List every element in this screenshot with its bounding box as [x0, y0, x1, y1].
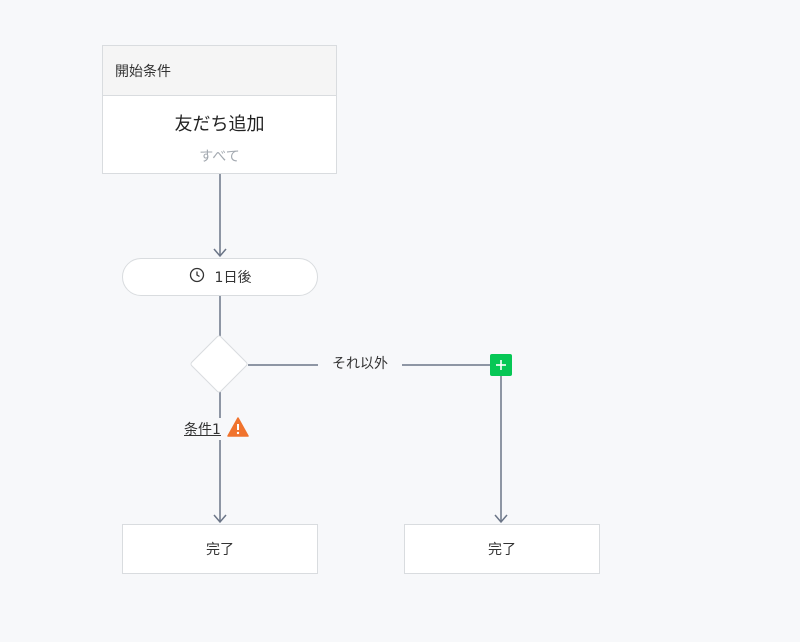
plus-icon	[496, 360, 506, 370]
delay-label: 1日後	[214, 270, 252, 286]
add-button[interactable]	[490, 354, 512, 376]
start-condition-header: 開始条件	[103, 46, 336, 96]
end-node-left[interactable]: 完了	[122, 524, 318, 574]
end-label-left: 完了	[206, 542, 234, 558]
delay-node[interactable]: 1日後	[122, 258, 318, 296]
start-condition-card[interactable]: 開始条件 友だち追加 すべて	[102, 45, 337, 174]
end-node-right[interactable]: 完了	[404, 524, 600, 574]
warning-icon	[227, 417, 249, 441]
condition-label: 条件1	[184, 417, 249, 441]
end-label-right: 完了	[488, 542, 516, 558]
else-branch-label: それ以外	[318, 353, 402, 375]
clock-icon	[189, 267, 205, 287]
start-condition-title: 友だち追加	[174, 114, 265, 135]
condition-link[interactable]: 条件1	[184, 422, 221, 438]
start-condition-subtitle: すべて	[199, 149, 240, 165]
arrowhead-delay	[213, 248, 227, 258]
arrowhead-right-end	[494, 514, 508, 524]
start-condition-body: 友だち追加 すべて	[103, 110, 336, 166]
arrowhead-left-end	[213, 514, 227, 524]
